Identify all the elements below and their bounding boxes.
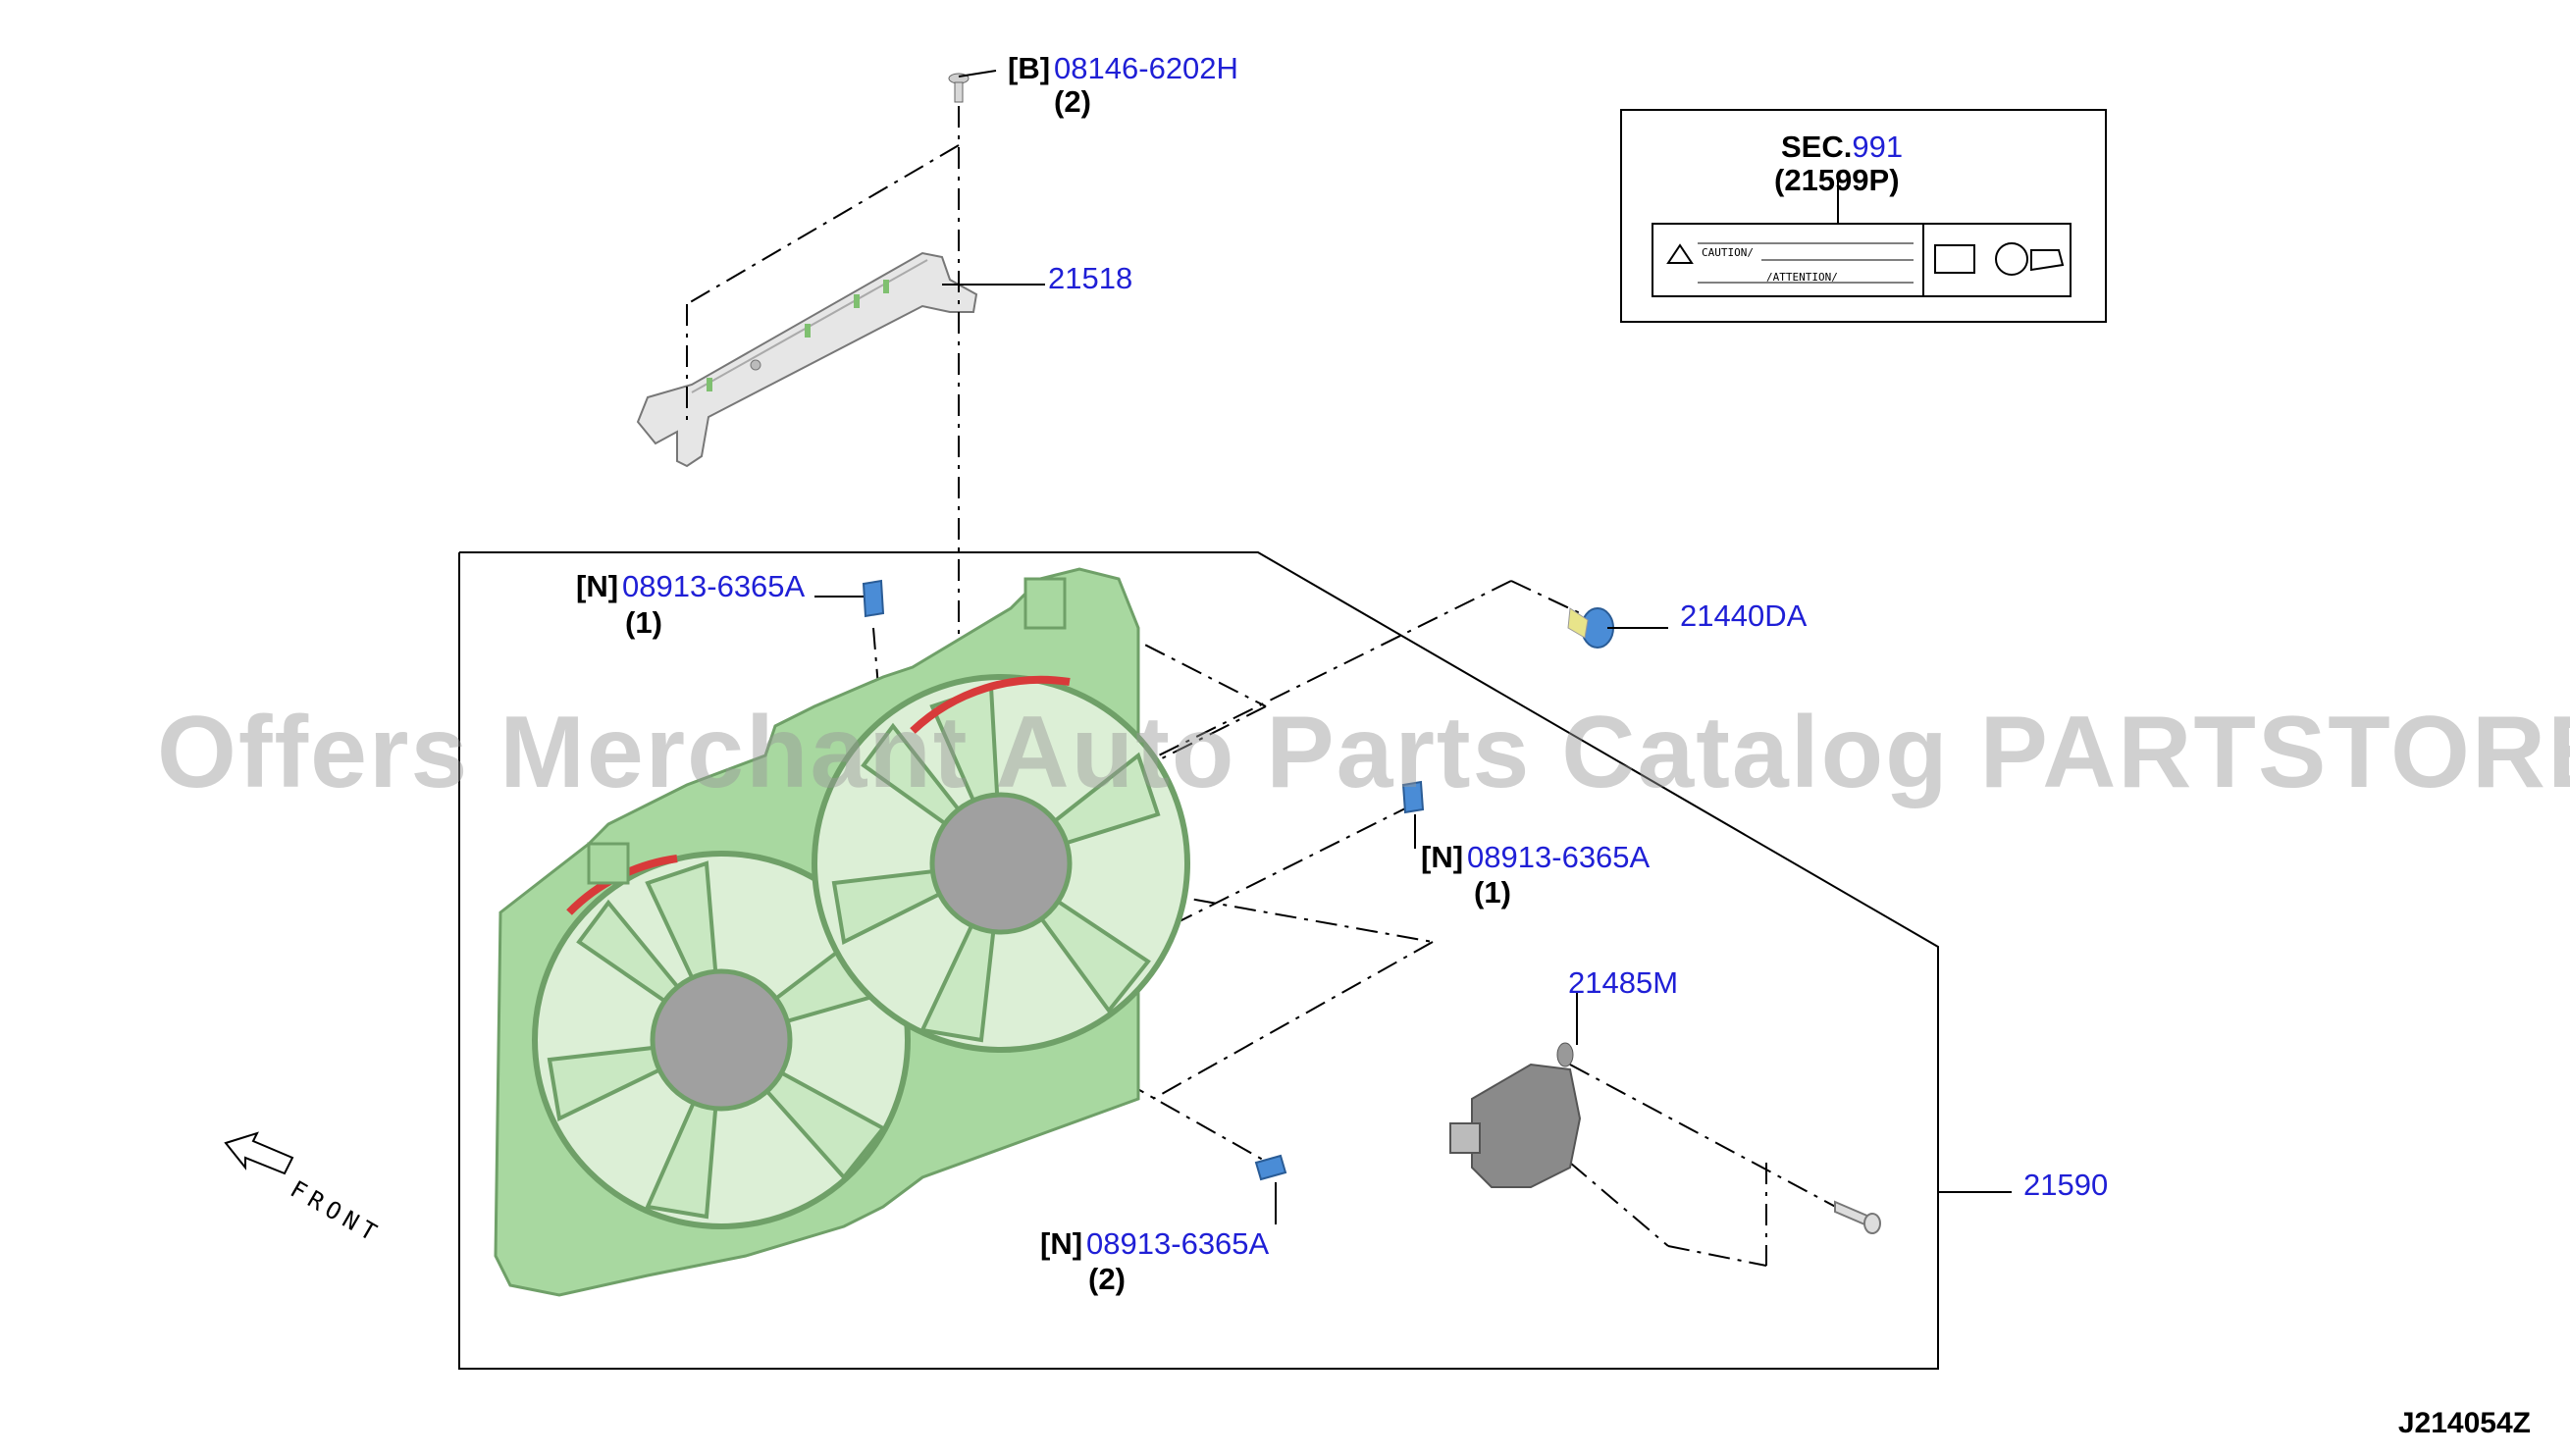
part-number-link[interactable]: 21518	[1048, 261, 1133, 295]
motor-21485M	[1449, 1042, 1582, 1188]
section-box	[1620, 109, 2107, 323]
part-number-link[interactable]: 08146-6202H	[1054, 51, 1238, 85]
diagram-code: J214054Z	[2397, 1407, 2531, 1439]
bolt-08146	[948, 73, 970, 103]
clip-08913-a	[862, 579, 885, 618]
part-number-link[interactable]: 21590	[2023, 1168, 2109, 1202]
bracket-21518	[636, 251, 978, 468]
caution-label	[1652, 223, 2072, 297]
caution-text: CAUTION/	[1702, 246, 1754, 259]
front-arrow-icon	[224, 1131, 294, 1175]
clip-08913-b	[1401, 780, 1425, 814]
part-tag: [N]	[576, 569, 619, 603]
watermark: Offers Merchant Auto Parts Catalog PARTS…	[157, 696, 2570, 809]
part-tag: [N]	[1040, 1226, 1083, 1261]
part-qty: (1)	[1474, 875, 1511, 910]
part-qty: (1)	[625, 605, 662, 640]
part-label-08913-6365A-top: [N]08913-6365A	[576, 569, 805, 604]
fan-shroud-21590	[494, 567, 1190, 1297]
part-label-21440DA: 21440DA	[1680, 598, 1807, 634]
section-prefix: SEC.	[1781, 130, 1853, 164]
part-tag: [N]	[1421, 840, 1464, 874]
part-number-link[interactable]: 21440DA	[1680, 598, 1808, 633]
assembly-outline	[458, 551, 1939, 1370]
screw	[1834, 1200, 1881, 1234]
clip-08913-c	[1254, 1154, 1287, 1181]
part-number-link[interactable]: 08913-6365A	[1467, 840, 1651, 874]
part-label-21590: 21590	[2023, 1168, 2108, 1203]
section-title: SEC.991	[1781, 130, 1903, 165]
part-number-link[interactable]: 21485M	[1568, 965, 1679, 1000]
part-tag: [B]	[1008, 51, 1051, 85]
part-label-21518: 21518	[1048, 261, 1132, 296]
part-label-08913-6365A-bottom: [N]08913-6365A	[1040, 1226, 1269, 1262]
part-number-link[interactable]: 08913-6365A	[622, 569, 806, 603]
part-qty: (2)	[1054, 84, 1091, 119]
part-label-08146-6202H: [B]08146-6202H	[1008, 51, 1238, 86]
section-number[interactable]: 991	[1852, 130, 1904, 164]
part-number-link[interactable]: 08913-6365A	[1086, 1226, 1270, 1261]
part-label-21485M: 21485M	[1568, 965, 1678, 1001]
part-qty: (2)	[1088, 1262, 1126, 1296]
section-part: (21599P)	[1774, 163, 1900, 197]
clip-21440DA	[1567, 607, 1614, 649]
part-label-08913-6365A-middle: [N]08913-6365A	[1421, 840, 1650, 875]
attention-text: /ATTENTION/	[1766, 271, 1838, 284]
